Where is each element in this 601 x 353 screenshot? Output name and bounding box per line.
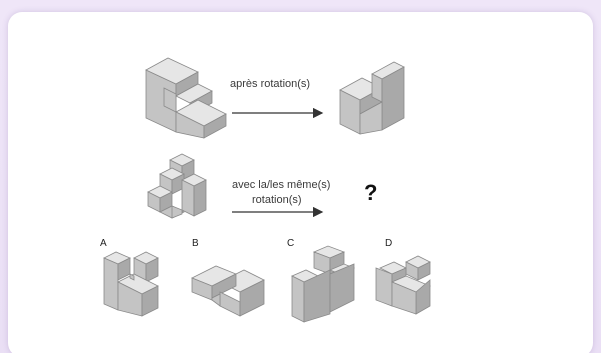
rotated-shape	[339, 61, 405, 135]
option-c-label: C	[287, 238, 295, 249]
cube-cluster-shape	[147, 153, 207, 219]
option-a-shape[interactable]	[103, 251, 159, 317]
same-rotation-caption-line2: rotation(s)	[252, 194, 302, 206]
option-b-label: B	[192, 238, 199, 249]
reference-shape	[145, 57, 227, 139]
option-b-shape[interactable]	[191, 265, 265, 317]
option-d-label: D	[385, 238, 393, 249]
question-mark: ?	[364, 180, 378, 205]
rotation-caption: après rotation(s)	[230, 78, 311, 90]
same-rotation-caption-line1: avec la/les même(s)	[232, 179, 331, 191]
option-a-label: A	[100, 238, 107, 249]
option-d-shape[interactable]	[375, 255, 432, 315]
option-c-shape[interactable]	[291, 245, 356, 323]
